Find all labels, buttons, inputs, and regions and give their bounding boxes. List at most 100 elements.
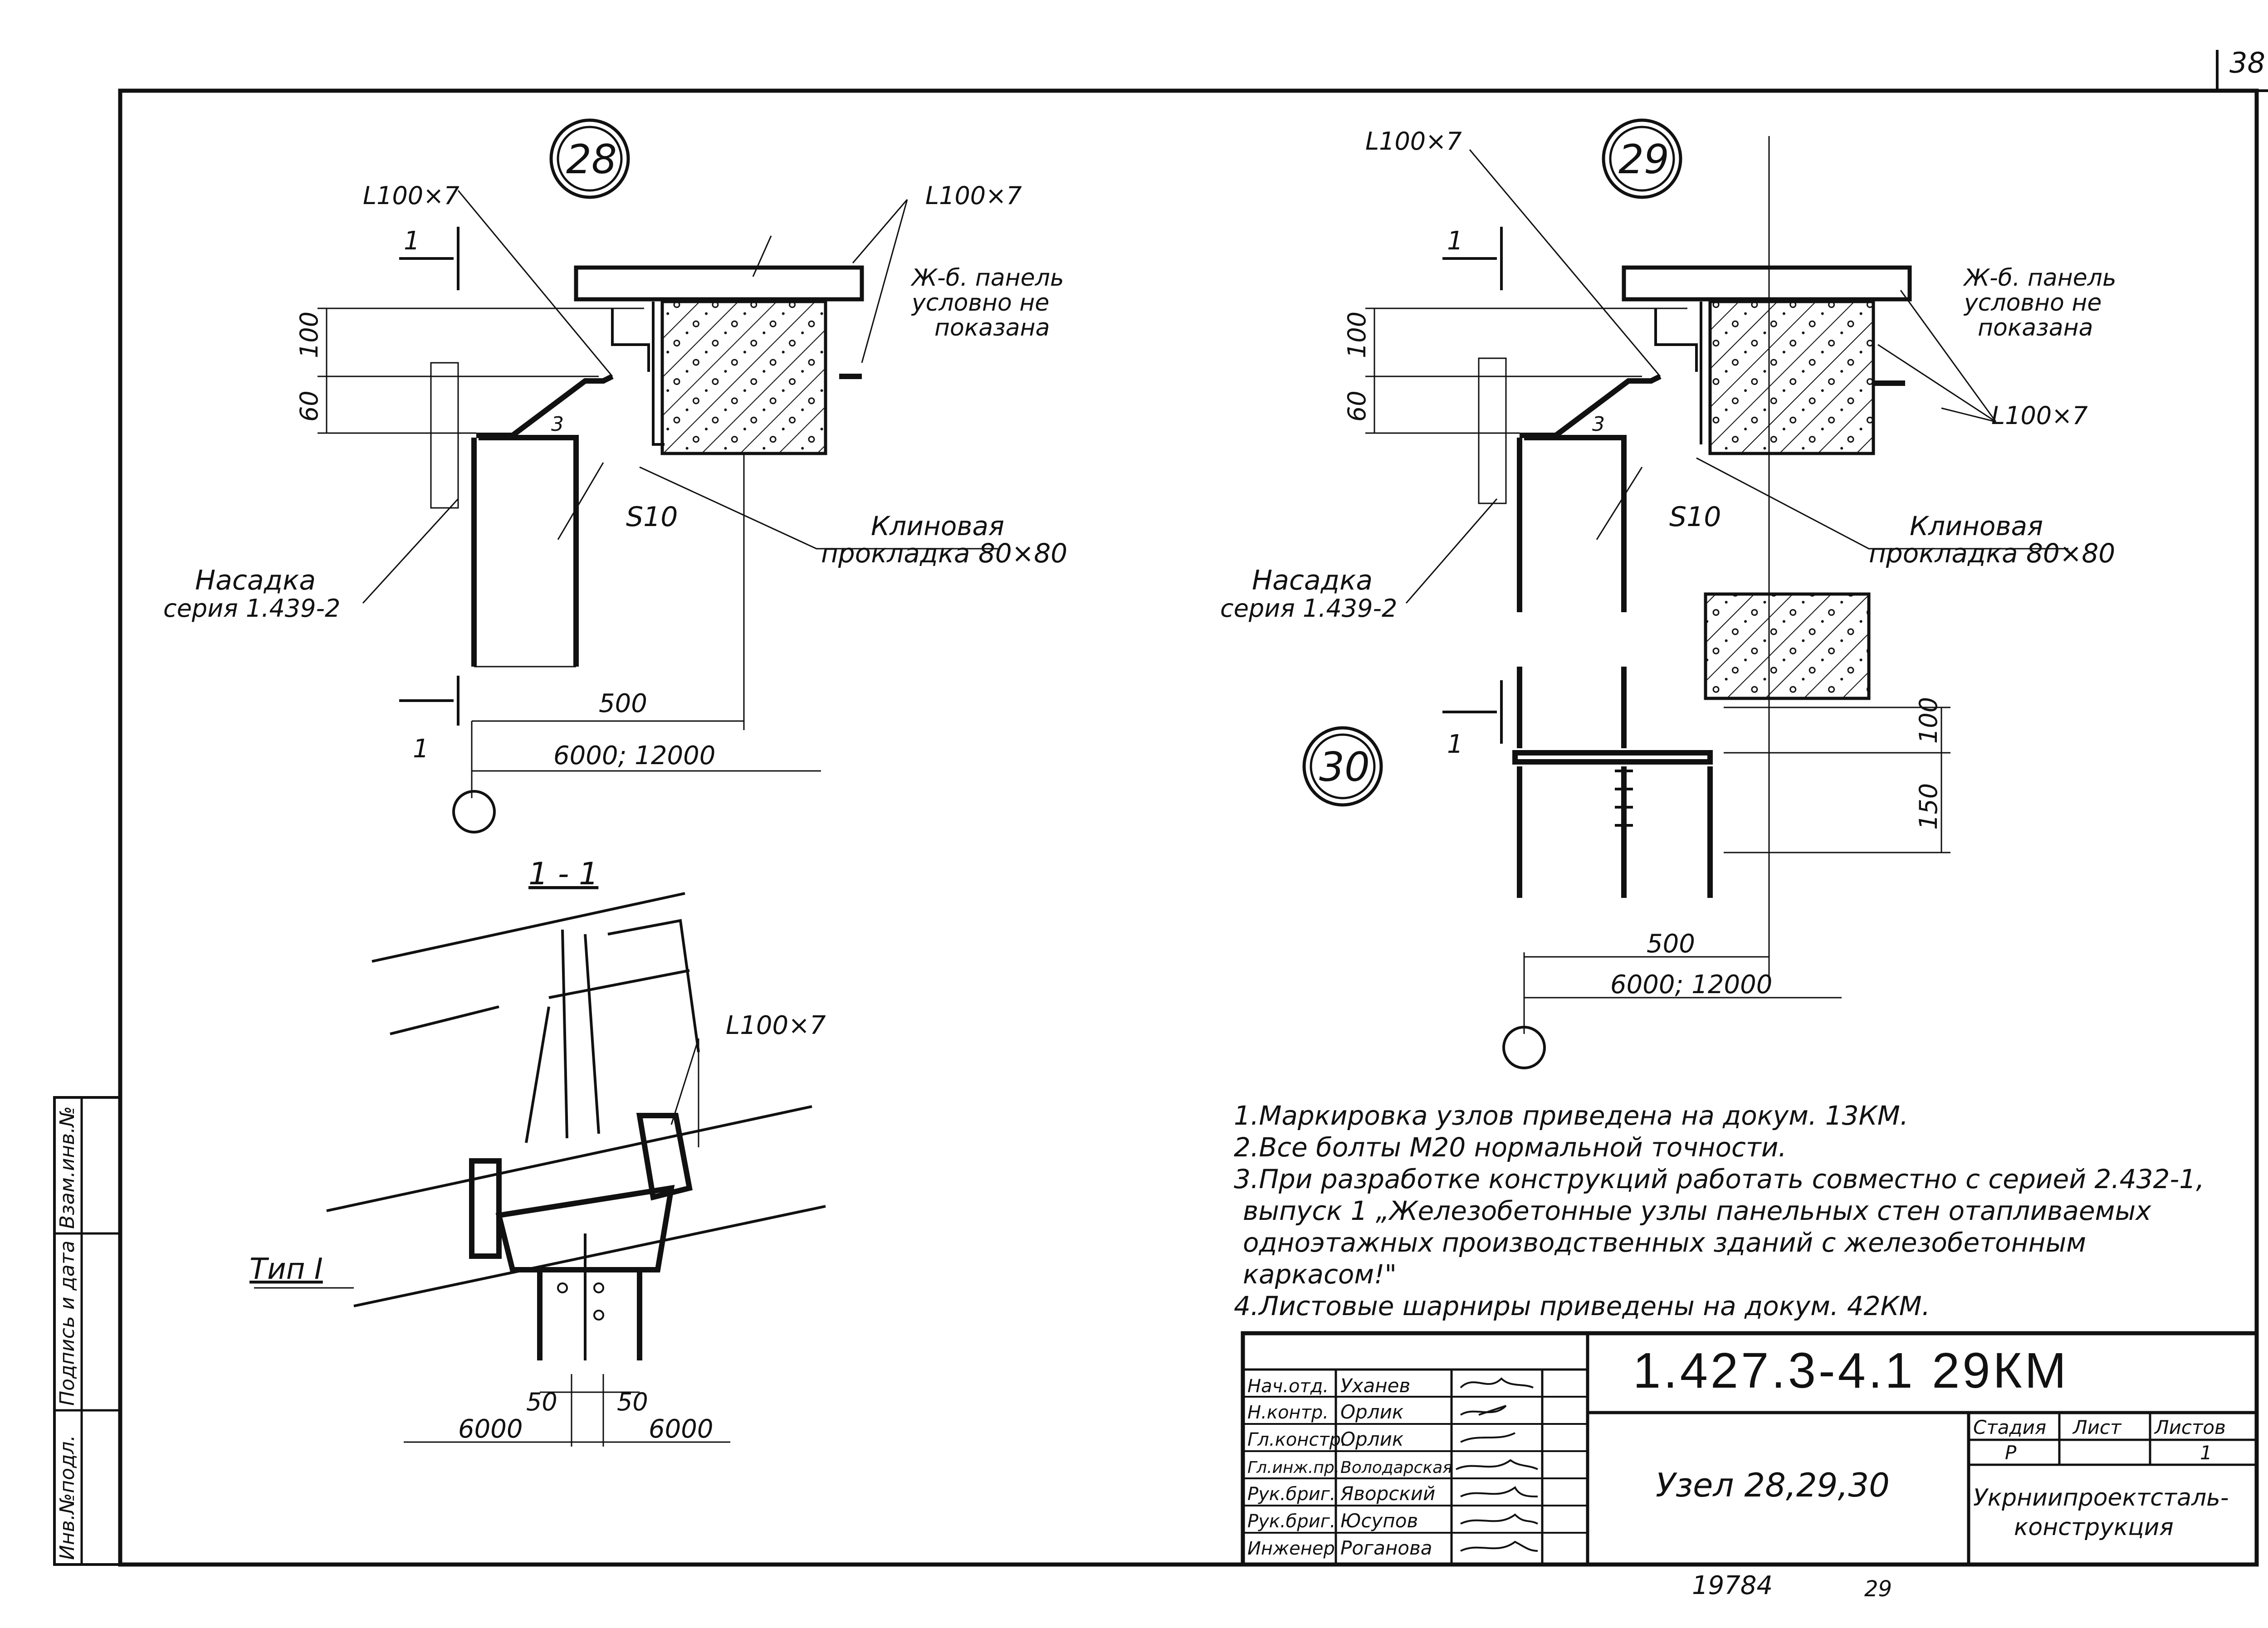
node-30-section-mark: 1 [1447,730,1463,759]
node-29-dim-60: 60 [1343,390,1371,422]
node-28-number: 28 [566,136,617,183]
section-1-1: 1 - 1 L100×7 Тип I 50 50 6000 6000 [249,856,826,1447]
name-5: Яворский [1340,1482,1435,1505]
side-stamp: Инв.№подл. Подпись и дата Взам.инв.№ [53,1096,122,1566]
note-3-cont-3: каркасом!" [1243,1259,1397,1290]
node-28-dim-500: 500 [599,689,647,718]
sheets-header: Листов [2154,1416,2226,1438]
role-4: Гл.инж.пр. [1247,1458,1339,1477]
role-6: Рук.бриг. [1247,1511,1335,1532]
node-28-section-mark-bottom: 1 [413,734,429,764]
node-29-section-mark: 1 [1447,226,1463,256]
node-29-nasadka-2: серия 1.439-2 [1220,594,1397,623]
role-7: Инженер [1247,1538,1335,1559]
stage-header: Стадия [1973,1416,2046,1438]
node-29-angle-right: L100×7 [1991,401,2088,430]
org-name-1: Укрниипроектсталь- [1973,1484,2229,1511]
section-type-label: Тип I [249,1253,323,1286]
role-2: Н.контр. [1247,1402,1329,1423]
node-28-nasadka-1: Насадка [195,565,316,596]
node-28-concrete-column [660,300,827,455]
node-30-number: 30 [1319,744,1370,790]
node-29-wedge-1: Клиновая [1910,511,2043,541]
stamp-inv-podl: Инв.№подл. [56,1435,79,1560]
drawing-title: Узел 28,29,30 [1656,1466,1890,1504]
sheet-frame: 38 [118,46,2268,1567]
stage-value: Р [2005,1442,2017,1464]
role-5: Рук.бриг. [1247,1484,1335,1505]
name-2: Орлик [1340,1401,1404,1423]
node-28-dim-100: 100 [295,312,323,358]
node-29-dim-100: 100 [1343,312,1371,358]
node-29-circle [1602,118,1682,199]
role-1: Нач.отд. [1247,1376,1329,1397]
node-28-weld-3: 3 [551,413,564,436]
node-30-concrete-column [1704,592,1871,700]
signatures [1456,1377,1538,1552]
page-number: 29 [1864,1576,1892,1602]
node-28: 28 L100×7 L100×7 Ж-б. панель условно не … [163,118,1067,833]
node-30-circle [1302,726,1383,807]
node-28-circle [549,118,630,199]
section-angle: L100×7 [726,1011,826,1040]
node-29-panel-note-1: Ж-б. панель [1963,264,2116,292]
doc-number: 1.427.3-4.1 29КМ [1633,1343,2069,1399]
node-29-wedge-2: прокладка 80×80 [1869,538,2115,569]
node-28-dim-span: 6000; 12000 [553,741,715,770]
node-28-nasadka-2: серия 1.439-2 [163,594,340,623]
stamp-replace-inv: Взам.инв.№ [56,1106,79,1229]
name-7: Роганова [1340,1537,1432,1559]
section-dim-6000-right: 6000 [649,1414,714,1444]
node-30-dim-500: 500 [1647,929,1695,959]
note-3: 3.При разработке конструкций работать со… [1234,1164,2204,1194]
role-3: Гл.констр. [1247,1429,1347,1450]
sheets-value: 1 [2200,1442,2212,1464]
node-30: 30 100 150 500 6000; 12000 1 [1302,592,1950,1069]
notes: 1.Маркировка узлов приведена на докум. 1… [1234,1100,2204,1321]
node-28-dim-60: 60 [295,390,323,422]
node-28-panel-note-2: условно не [911,289,1049,317]
node-30-dim-span: 6000; 12000 [1610,970,1772,999]
node-29-nasadka-1: Насадка [1252,565,1373,596]
node-29-panel-note-2: условно не [1963,289,2102,317]
node-28-axis-bubble [452,790,496,833]
sheet-header: Лист [2072,1416,2122,1438]
node-28-s10: S10 [626,501,678,533]
section-dim-6000-left: 6000 [458,1414,523,1444]
name-3: Орлик [1340,1428,1404,1450]
node-30-axis-bubble [1502,1026,1546,1069]
corner-number: 38 [2229,46,2265,79]
node-28-angle-left: L100×7 [363,181,459,210]
note-2: 2.Все болты М20 нормальной точности. [1234,1132,1787,1163]
node-29: 29 L100×7 L100×7 Ж-б. панель условно не … [1220,118,2116,989]
inventory-number: 19784 [1692,1571,1773,1600]
name-4: Володарская [1340,1458,1452,1477]
node-28-wedge-1: Клиновая [871,511,1004,541]
node-29-weld-3: 3 [1592,413,1605,436]
name-1: Уханев [1340,1375,1410,1397]
node-28-angle-right: L100×7 [925,181,1022,210]
title-block: Нач.отд. Уханев Н.контр. Орлик Гл.констр… [1241,1331,2259,1567]
node-29-s10: S10 [1669,501,1721,533]
node-28-section-mark-top: 1 [404,226,420,256]
name-6: Юсупов [1340,1510,1418,1532]
note-4: 4.Листовые шарниры приведены на докум. 4… [1234,1291,1930,1321]
node-29-number: 29 [1618,136,1669,183]
section-dim-50-left: 50 [526,1388,557,1416]
node-29-concrete-column [1708,300,1875,455]
node-30-dim-150: 150 [1914,783,1943,830]
node-28-panel-note-3: показана [934,314,1050,341]
node-28-panel-note-1: Ж-б. панель [910,264,1064,292]
section-title: 1 - 1 [528,856,598,892]
note-1: 1.Маркировка узлов приведена на докум. 1… [1234,1100,1908,1131]
node-28-wedge-2: прокладка 80×80 [821,538,1067,569]
section-dim-50-right: 50 [617,1388,648,1416]
stamp-signature-date: Подпись и дата [56,1241,79,1406]
org-name-2: конструкция [2014,1514,2174,1541]
node-29-panel-note-3: показана [1978,314,2093,341]
node-30-dim-100: 100 [1914,697,1943,744]
note-3-cont-2: одноэтажных производственных зданий с же… [1243,1227,2086,1258]
note-3-cont-1: выпуск 1 „Железобетонные узлы панельных … [1243,1195,2151,1226]
node-29-angle-top: L100×7 [1365,127,1462,156]
